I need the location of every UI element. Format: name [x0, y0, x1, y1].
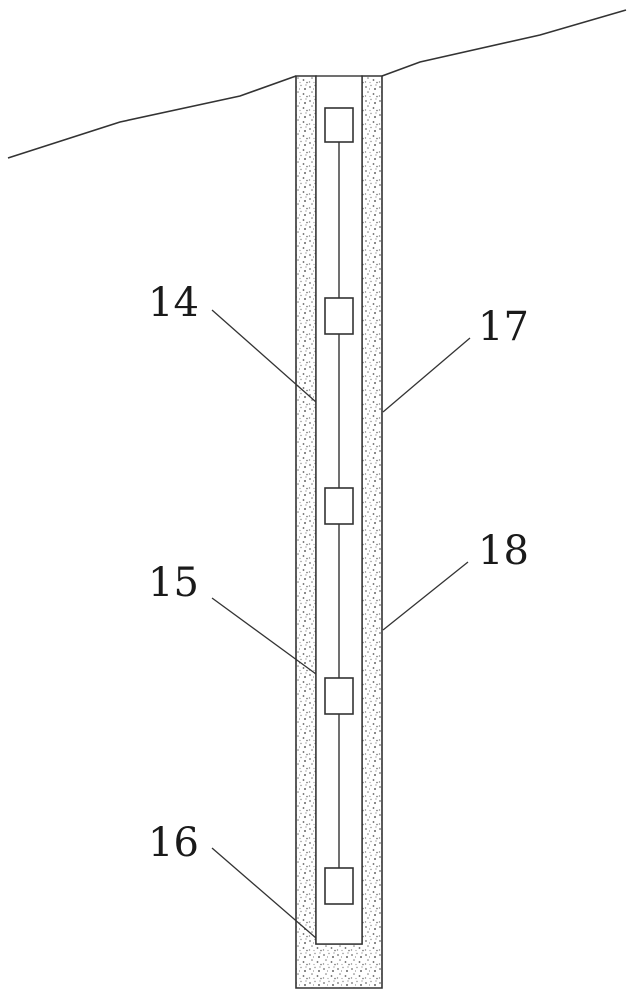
label-16: 16 — [148, 820, 199, 866]
leader-line-14 — [211, 309, 317, 403]
sensor-node — [324, 677, 354, 715]
leader-line-18 — [382, 561, 469, 631]
ground-surface-line-right — [381, 9, 627, 77]
sensor-node — [324, 487, 354, 525]
label-14: 14 — [148, 280, 199, 326]
leader-line-16 — [211, 847, 317, 939]
label-15: 15 — [148, 560, 199, 606]
leader-line-17 — [382, 337, 471, 413]
sensor-node — [324, 107, 354, 143]
label-17: 17 — [478, 304, 529, 350]
label-18: 18 — [478, 528, 529, 574]
leader-line-15 — [211, 597, 317, 675]
sensor-node — [324, 867, 354, 905]
sensor-node — [324, 297, 354, 335]
ground-surface-line — [7, 75, 297, 159]
